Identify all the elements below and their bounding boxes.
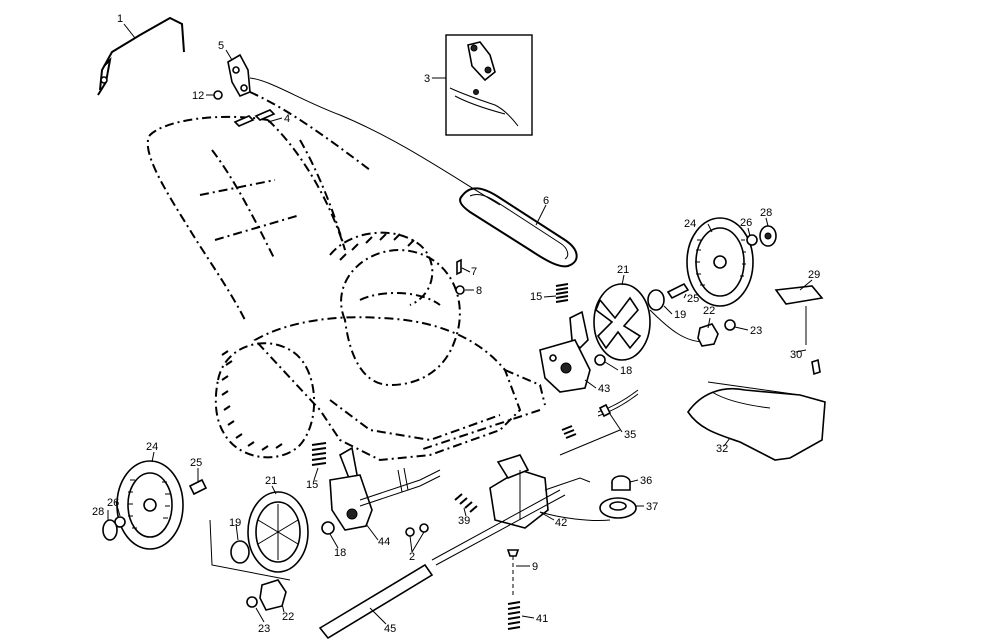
callout-29: 29 xyxy=(808,269,820,281)
callout-7: 7 xyxy=(471,266,477,278)
callout-23-upper: 23 xyxy=(750,325,762,337)
callout-18-upper: 18 xyxy=(620,365,632,377)
wheel-tread-hatching xyxy=(221,233,415,451)
callout-32: 32 xyxy=(716,443,728,455)
drive-belt-part xyxy=(459,187,578,268)
nuts-part xyxy=(397,467,429,537)
phantom-mower-outline xyxy=(146,115,546,462)
callout-3: 3 xyxy=(424,73,430,85)
callout-21-upper: 21 xyxy=(617,264,629,276)
callout-21-lower: 21 xyxy=(265,475,277,487)
cable-kit-part xyxy=(445,34,533,136)
callout-12: 12 xyxy=(192,90,204,102)
cable-part xyxy=(561,389,639,439)
rear-shield-part xyxy=(687,381,826,461)
callout-4: 4 xyxy=(284,113,290,125)
axle-rod-part xyxy=(318,489,566,640)
callout-28-right: 28 xyxy=(760,207,772,219)
bail-wire-part xyxy=(97,16,185,96)
callout-19-lower: 19 xyxy=(229,517,241,529)
callout-24-right: 24 xyxy=(684,218,696,230)
callout-labels: 1 5 12 4 3 6 24 26 28 29 7 8 15 21 25 19… xyxy=(92,13,820,635)
callout-6: 6 xyxy=(543,195,549,207)
callout-41: 41 xyxy=(536,613,548,625)
axle-gear-right-part xyxy=(647,282,736,347)
callout-19-upper: 19 xyxy=(674,309,686,321)
callout-26-right: 26 xyxy=(740,217,752,229)
callout-44: 44 xyxy=(378,536,390,548)
callout-45: 45 xyxy=(384,623,396,635)
leader-lines xyxy=(107,23,813,625)
callout-15-lower: 15 xyxy=(306,479,318,491)
callout-30: 30 xyxy=(790,349,802,361)
wheel-cover-left-part xyxy=(209,491,309,581)
callout-37: 37 xyxy=(646,501,658,513)
decal-screw-part xyxy=(774,285,824,376)
drive-plate-part xyxy=(539,310,606,393)
callout-5-top: 5 xyxy=(218,40,224,52)
callout-18-lower: 18 xyxy=(334,547,346,559)
callout-15-upper: 15 xyxy=(530,291,542,303)
callout-43: 43 xyxy=(598,383,610,395)
bolt-nut-part xyxy=(455,258,465,295)
callout-39: 39 xyxy=(458,515,470,527)
callout-36: 36 xyxy=(640,475,652,487)
wheel-left-part xyxy=(102,460,208,550)
transmission-part xyxy=(454,429,637,529)
height-adjuster-part xyxy=(321,446,441,535)
callout-25-left: 25 xyxy=(190,457,202,469)
callout-42: 42 xyxy=(555,517,567,529)
wheel-right-part xyxy=(686,217,777,307)
callout-25-upper: 25 xyxy=(687,293,699,305)
spring-lower-part xyxy=(311,442,327,466)
bolt-spring-part xyxy=(506,549,521,630)
callout-22-lower: 22 xyxy=(282,611,294,623)
axle-gear-left-part xyxy=(246,579,287,611)
callout-35: 35 xyxy=(624,429,636,441)
callout-28-left: 28 xyxy=(92,506,104,518)
callout-26-left: 26 xyxy=(107,497,119,509)
callout-24-left: 24 xyxy=(146,441,158,453)
spring-upper-part xyxy=(555,283,569,303)
callout-1: 1 xyxy=(117,13,123,25)
callout-23-lower: 23 xyxy=(258,623,270,635)
callout-22-upper: 22 xyxy=(703,305,715,317)
callout-8: 8 xyxy=(476,285,482,297)
wheel-cover-right-part xyxy=(593,283,651,361)
callout-9: 9 xyxy=(532,561,538,573)
handle-bracket-part xyxy=(213,53,501,206)
callout-2: 2 xyxy=(409,551,415,563)
